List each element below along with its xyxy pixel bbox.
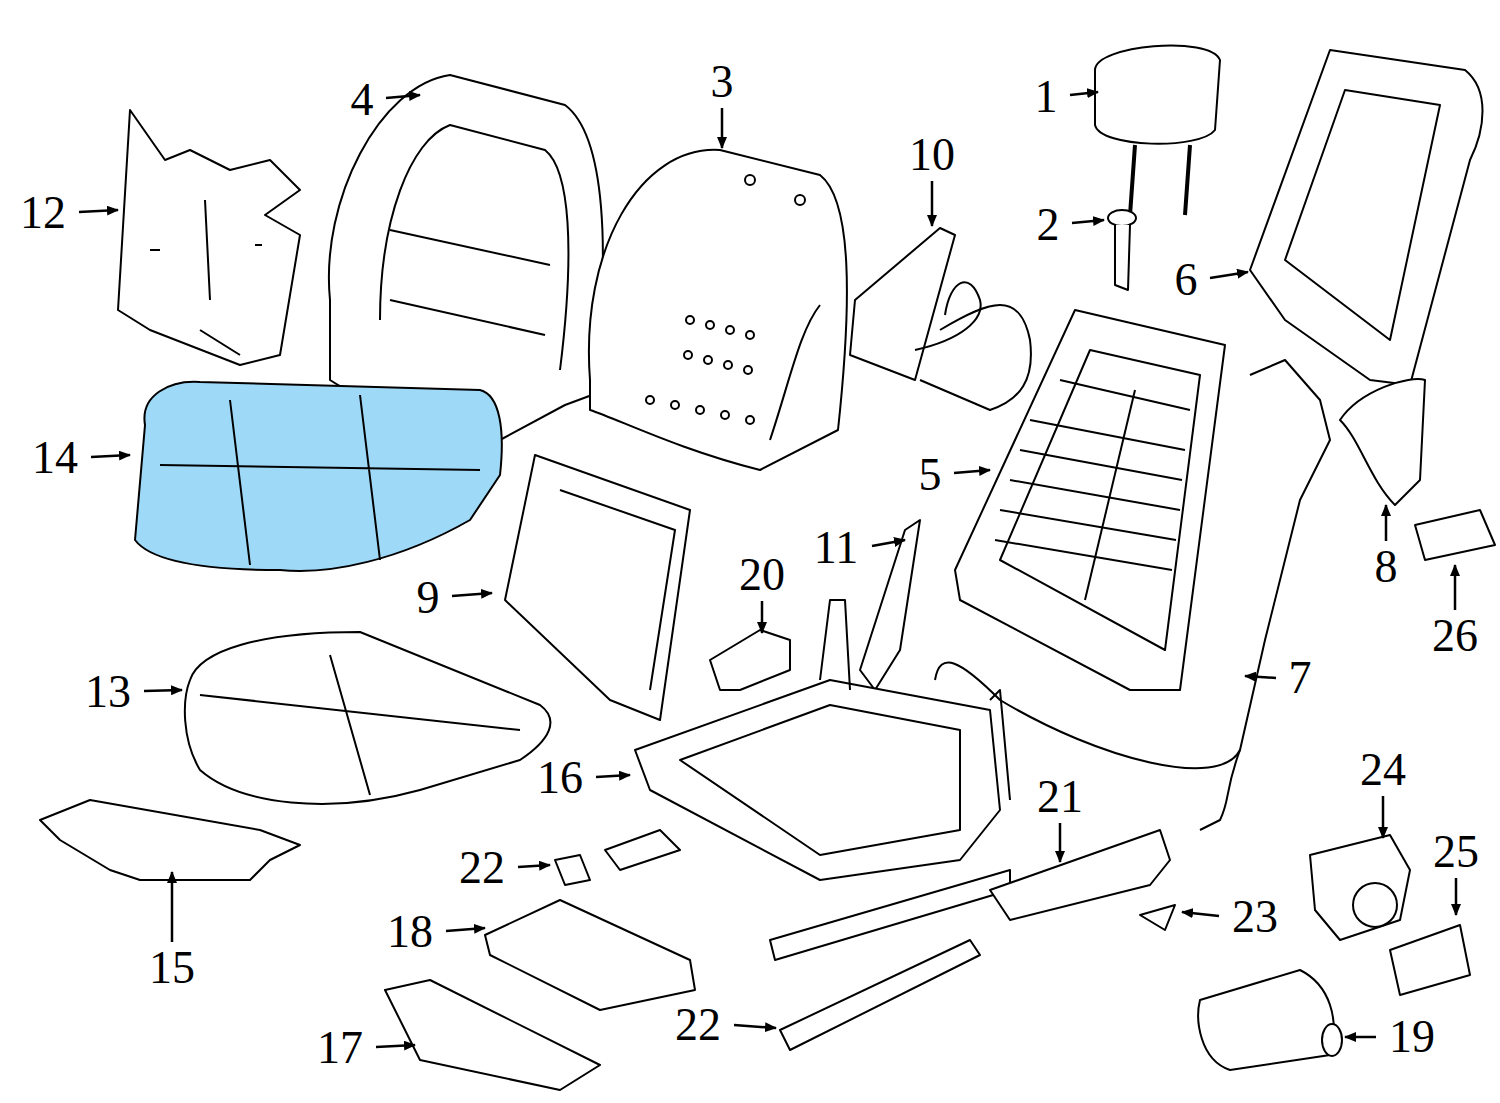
callout-number: 22 bbox=[459, 845, 505, 891]
callout-number: 1 bbox=[1035, 74, 1058, 120]
callout-number: 3 bbox=[711, 59, 734, 105]
callout-number: 17 bbox=[317, 1025, 363, 1071]
callout-number: 12 bbox=[20, 190, 66, 236]
callout-number: 23 bbox=[1232, 894, 1278, 940]
callout-number: 2 bbox=[1037, 202, 1060, 248]
callout-number: 9 bbox=[417, 575, 440, 621]
callout-number: 6 bbox=[1175, 257, 1198, 303]
callout-number: 10 bbox=[909, 132, 955, 178]
callout-number: 5 bbox=[919, 452, 942, 498]
callout-number: 16 bbox=[537, 755, 583, 801]
callout-number: 24 bbox=[1360, 747, 1406, 793]
callout-number: 26 bbox=[1432, 613, 1478, 659]
callout-number: 19 bbox=[1389, 1014, 1435, 1060]
callout-number: 8 bbox=[1375, 544, 1398, 590]
callout-number: 22 bbox=[675, 1002, 721, 1048]
callout-number: 4 bbox=[351, 77, 374, 123]
callout-number: 25 bbox=[1433, 829, 1479, 875]
callout-number: 20 bbox=[739, 552, 785, 598]
callout-number: 18 bbox=[387, 909, 433, 955]
callout-number: 15 bbox=[149, 945, 195, 991]
callout-number: 13 bbox=[85, 669, 131, 715]
callout-number: 14 bbox=[32, 435, 78, 481]
callout-number: 11 bbox=[814, 525, 858, 571]
callout-number: 7 bbox=[1289, 655, 1312, 701]
callout-number: 21 bbox=[1037, 774, 1083, 820]
